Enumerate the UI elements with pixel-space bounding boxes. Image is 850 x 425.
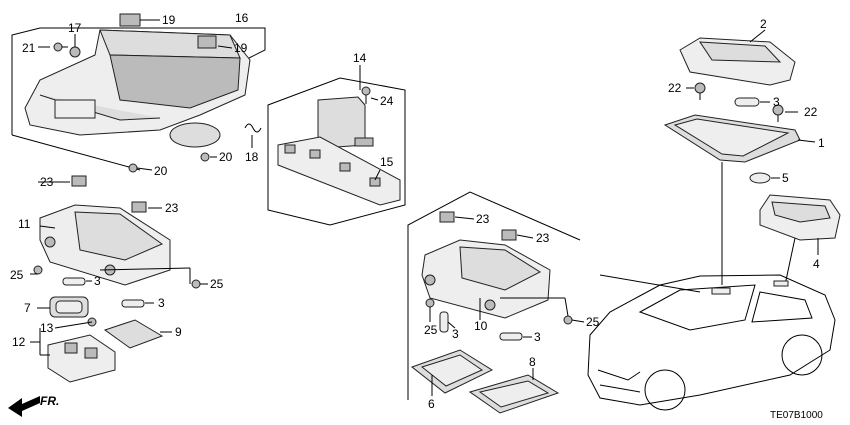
lamp-4: [759, 194, 841, 241]
screw-25-left-b: [191, 279, 201, 289]
callout-1: 1: [818, 136, 825, 150]
lens-6: [410, 349, 494, 394]
callout-18: 18: [245, 150, 259, 164]
callout-14: 14: [353, 51, 367, 65]
callout-23-left-a: 23: [40, 175, 54, 189]
callout-11: 11: [18, 217, 31, 231]
callout-15: 15: [380, 155, 394, 169]
callout-2: 2: [760, 17, 767, 31]
screw-22-b: [772, 104, 784, 122]
front-label: FR.: [40, 394, 59, 408]
callout-21: 21: [22, 41, 36, 55]
callout-22-a: 22: [668, 81, 682, 95]
callout-20-left: 20: [154, 164, 168, 178]
callout-19-second: 19: [234, 41, 248, 55]
cap-23-left-b: [131, 201, 147, 213]
frame-group-14: [267, 77, 406, 226]
front-arrow-icon: [8, 396, 40, 417]
diagram-code: TE07B1000: [770, 410, 823, 421]
callout-4: 4: [813, 257, 820, 271]
callout-25-right-a: 25: [424, 323, 438, 337]
callout-3-right-a: 3: [452, 327, 459, 341]
callout-25-right-b: 25: [586, 315, 600, 329]
callout-6: 6: [428, 397, 435, 411]
callout-16: 16: [235, 11, 249, 25]
module-12: [47, 334, 116, 383]
bulb-3-right-a: [439, 311, 449, 333]
callout-23-right-a: 23: [476, 212, 490, 226]
callout-10: 10: [474, 319, 488, 333]
frame-group-center: [407, 191, 581, 400]
callout-3-left-a: 3: [94, 274, 101, 288]
console-housing-16: [24, 13, 251, 148]
vehicle-outline: [587, 274, 836, 411]
callout-13: 13: [40, 321, 54, 335]
part-17-clip: [69, 46, 81, 58]
bulb-3-right-b: [499, 332, 523, 341]
frame-group-16: [11, 27, 266, 135]
bracket-15: [277, 136, 401, 206]
screw-25-right-a: [425, 298, 435, 308]
part-20-screw-b: [128, 163, 138, 173]
lamp-assembly-10: [421, 239, 551, 319]
part-20-screw-a: [200, 152, 210, 162]
bulb-3-far-right: [734, 97, 760, 107]
callout-7: 7: [24, 301, 31, 315]
part-18-spring: [244, 123, 262, 133]
part-24-screw: [361, 86, 371, 104]
callout-19-top: 19: [162, 13, 176, 27]
screw-25-left-a: [33, 265, 43, 275]
callout-3-right-b: 3: [534, 330, 541, 344]
callout-25-left-a: 25: [10, 268, 24, 282]
callout-23-left-b: 23: [165, 201, 179, 215]
screw-22-a: [694, 82, 706, 100]
bulb-3-left-a: [62, 277, 86, 286]
lens-1: [663, 114, 801, 163]
bulb-5: [749, 172, 771, 184]
callout-20-right: 20: [219, 150, 233, 164]
lens-8: [468, 374, 560, 414]
callout-17: 17: [68, 21, 82, 35]
callout-12: 12: [12, 335, 26, 349]
lamp-base-2: [679, 37, 796, 86]
screw-25-right-b: [563, 315, 573, 325]
bulb-3-left-b: [121, 299, 145, 308]
callout-23-right-b: 23: [536, 231, 550, 245]
callout-22-b: 22: [804, 105, 818, 119]
callout-8: 8: [529, 355, 536, 369]
cap-23-right-a: [439, 211, 455, 223]
callout-5: 5: [782, 171, 789, 185]
lamp-assembly-11: [39, 204, 171, 286]
lens-7: [49, 296, 89, 318]
callout-25-left-b: 25: [210, 277, 224, 291]
callout-3-far-right: 3: [773, 95, 780, 109]
callout-24: 24: [380, 94, 394, 108]
callout-9: 9: [175, 325, 182, 339]
cap-23-right-b: [501, 229, 517, 241]
callout-3-left-b: 3: [158, 296, 165, 310]
cap-23-left-a: [71, 175, 87, 187]
lens-9: [103, 319, 164, 349]
part-21-screw: [53, 42, 68, 52]
